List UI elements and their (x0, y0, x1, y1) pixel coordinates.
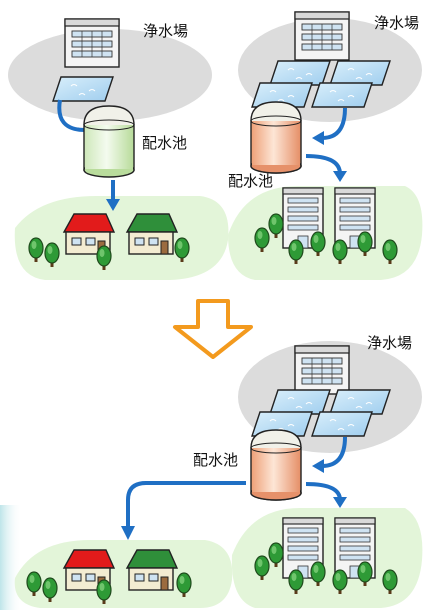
filtration-pool-icon (329, 389, 391, 415)
filtration-pool-icon (311, 82, 373, 108)
filtration-pool-icon (269, 389, 331, 415)
filtration-pool-icon (311, 411, 373, 437)
arrow-head (312, 459, 324, 473)
new-pipe-to-housing (126, 481, 246, 528)
down-arrow-icon (173, 299, 253, 359)
arrow-head (106, 199, 120, 211)
arrow-head (333, 171, 347, 182)
plant-label-bottom: 浄水場 (367, 334, 413, 352)
reservoir-tank-icon (250, 101, 302, 174)
reservoir-label-bottom: 配水池 (193, 451, 239, 469)
arrow-head (312, 131, 324, 145)
filtration-pool-icon (269, 60, 331, 86)
pipe-plant-to-tank (321, 107, 347, 140)
plant-building-icon (294, 11, 350, 61)
house-icon (126, 213, 178, 255)
arrow-head (121, 526, 135, 540)
filtration-pool-icon (329, 60, 391, 86)
panel-top-right (228, 11, 423, 280)
panel-bottom (14, 341, 423, 608)
reservoir-tank-icon (250, 429, 302, 501)
pipe-plant-to-tank (321, 436, 347, 468)
pipe-plant-to-tank (57, 99, 86, 132)
arrow-head (333, 497, 347, 508)
panel-top-left (8, 18, 229, 280)
reservoir-label-top-right: 配水池 (228, 172, 274, 190)
plant-building-icon (64, 18, 120, 68)
plant-label-top-right: 浄水場 (374, 14, 420, 32)
town-ground (14, 540, 233, 608)
plant-label-top-left: 浄水場 (143, 22, 189, 40)
plant-building-icon (294, 345, 350, 395)
town-ground (14, 195, 229, 280)
filtration-pool-icon (52, 76, 114, 102)
reservoir-label-top-left: 配水池 (142, 134, 188, 152)
house-icon (126, 549, 178, 591)
reservoir-tank-icon (83, 105, 135, 178)
